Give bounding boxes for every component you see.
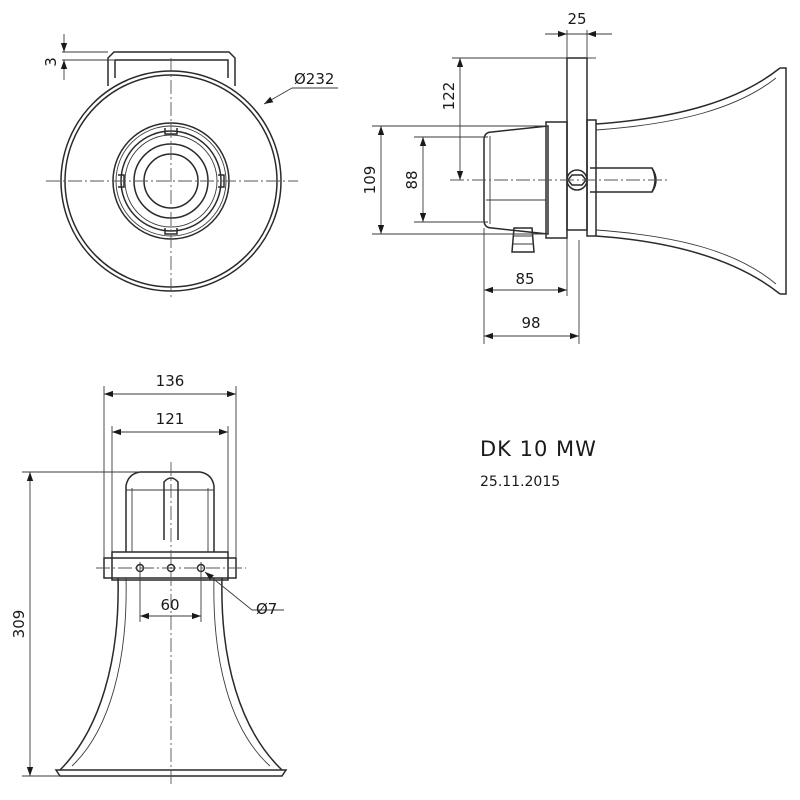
drawing-title: DK 10 MW [480,437,597,461]
dim-bracket-offset: 3 [42,57,60,67]
dim-total-height: 309 [10,610,28,639]
dim-housing-height: 109 [361,166,379,195]
dim-height-to-bracket: 122 [440,82,458,111]
dim-depth-long: 98 [521,314,540,332]
dim-inner-width: 121 [156,410,185,428]
bottom-view: 136 121 309 60 Ø7 [10,372,288,785]
dim-depth-short: 85 [515,270,534,288]
dim-bracket-width: 25 [567,10,586,28]
drawing-date: 25.11.2015 [480,474,560,490]
dim-outer-diameter: Ø232 [294,70,334,88]
dim-hole-spacing: 60 [160,596,179,614]
dim-hole-diameter: Ø7 [256,600,277,618]
dim-inner-height: 88 [403,170,421,189]
dim-outer-width: 136 [156,372,185,390]
side-view: 25 122 109 88 85 98 [361,10,787,344]
front-view: 3 Ø232 [42,34,338,300]
